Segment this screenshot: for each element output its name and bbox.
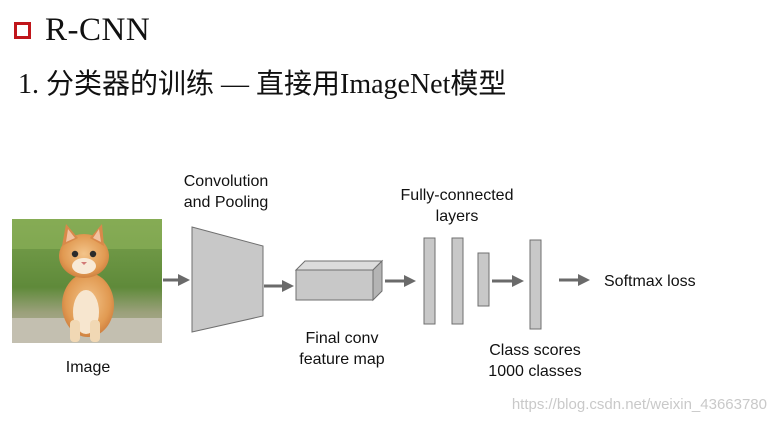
slide-subtitle: 1. 分类器的训练 — 直接用ImageNet模型 xyxy=(18,69,507,100)
title-row: R-CNN xyxy=(14,12,150,49)
square-bullet-icon xyxy=(14,22,31,39)
class-scores-label: Class scores 1000 classes xyxy=(488,342,582,380)
watermark: https://blog.csdn.net/weixin_43663780 xyxy=(511,396,767,413)
slide-title: R-CNN xyxy=(45,12,151,48)
final-conv-feature-map-block xyxy=(294,259,384,302)
fully-connected-label: Fully-connected layers xyxy=(400,187,514,225)
cat-image xyxy=(12,219,162,343)
conv-pooling-label: Convolution and Pooling xyxy=(183,173,269,211)
arrow-icon xyxy=(163,274,190,286)
class-scores-layer xyxy=(529,239,542,330)
final-conv-label: Final conv feature map xyxy=(299,330,385,368)
image-label: Image xyxy=(65,359,111,376)
conv-pooling-block xyxy=(191,226,264,333)
fc-layer-1 xyxy=(423,237,436,325)
arrow-icon xyxy=(559,274,590,286)
fc-layer-3 xyxy=(477,252,490,307)
fc-layer-2 xyxy=(451,237,464,325)
softmax-label: Softmax loss xyxy=(604,273,696,290)
arrow-icon xyxy=(492,275,524,287)
arrow-icon xyxy=(385,275,416,287)
arrow-icon xyxy=(264,280,294,292)
